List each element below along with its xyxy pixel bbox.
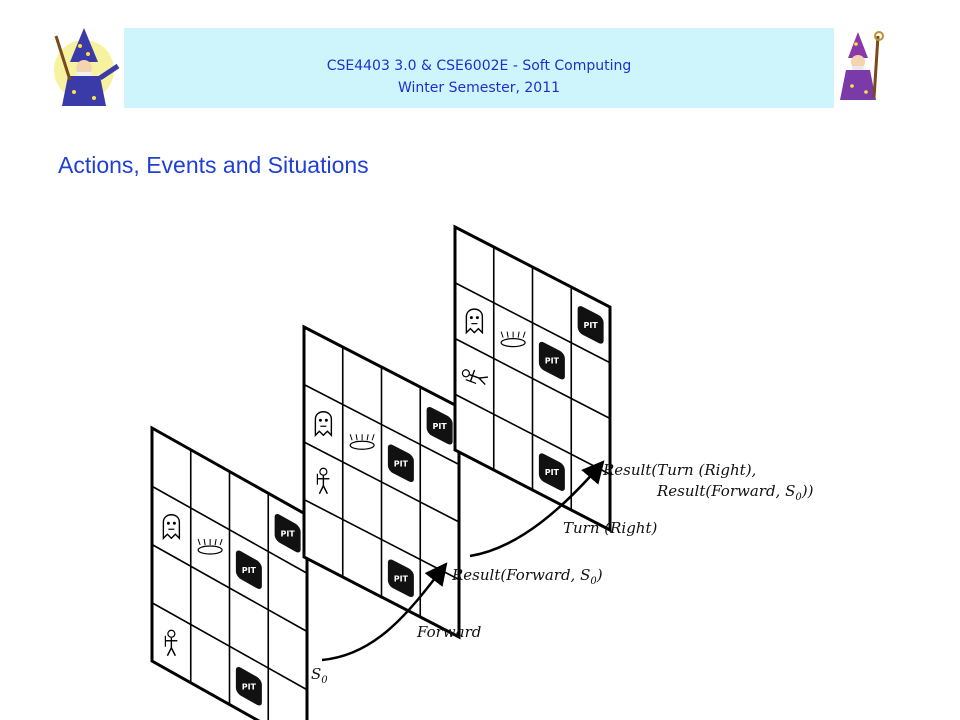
s0-label: S0: [311, 665, 328, 686]
wumpus-icon: [314, 411, 333, 437]
course-title: CSE4403 3.0 & CSE6002E - Soft Computing: [326, 58, 632, 74]
pit-icon: PIT: [426, 406, 453, 445]
result-forward-label: Result(Forward, S0): [451, 566, 603, 587]
pit-label: PIT: [280, 529, 295, 538]
pit-label: PIT: [583, 321, 598, 330]
course-banner: CSE4403 3.0 & CSE6002E - Soft Computing …: [124, 28, 834, 108]
pit-label: PIT: [545, 468, 560, 477]
pit-label: PIT: [432, 422, 447, 431]
result-turn-label-line2: Result(Forward, S0)): [656, 482, 814, 503]
pit-label: PIT: [394, 574, 409, 583]
grid-result-forward: PIT PIT PIT: [302, 324, 461, 640]
turn-right-label: Turn (Right): [563, 519, 657, 537]
pit-label: PIT: [545, 357, 560, 366]
gold-icon: [500, 331, 526, 348]
wizard-left-icon: [54, 28, 120, 106]
grid-s0: PIT PIT PIT: [150, 425, 309, 720]
wizard-right-icon: [840, 31, 884, 100]
pit-label: PIT: [242, 682, 257, 691]
result-turn-label-line1: Result(Turn (Right),: [602, 461, 756, 479]
grid-result-turn: PIT PIT PIT: [453, 224, 612, 533]
pit-icon: PIT: [387, 559, 414, 598]
semester-label: Winter Semester, 2011: [397, 80, 561, 96]
gold-icon: [197, 538, 223, 555]
pit-icon: PIT: [577, 306, 604, 344]
wumpus-icon: [162, 514, 181, 540]
pit-label: PIT: [242, 566, 257, 575]
pit-icon: PIT: [387, 444, 414, 483]
turn-right-arrow: [469, 460, 605, 558]
forward-label: Forward: [416, 623, 481, 641]
gold-icon: [349, 434, 375, 450]
agent-icon: [164, 629, 178, 657]
wumpus-icon: [465, 308, 484, 335]
pit-icon: PIT: [538, 341, 565, 380]
forward-arrow: [321, 562, 448, 662]
agent-icon: [461, 369, 489, 386]
pit-label: PIT: [394, 459, 409, 468]
pit-icon: PIT: [235, 550, 262, 589]
slide-title: Actions, Events and Situations: [58, 152, 369, 178]
agent-icon: [316, 467, 330, 495]
pit-icon: PIT: [538, 453, 565, 491]
pit-icon: PIT: [235, 667, 262, 706]
pit-icon: PIT: [274, 514, 301, 553]
